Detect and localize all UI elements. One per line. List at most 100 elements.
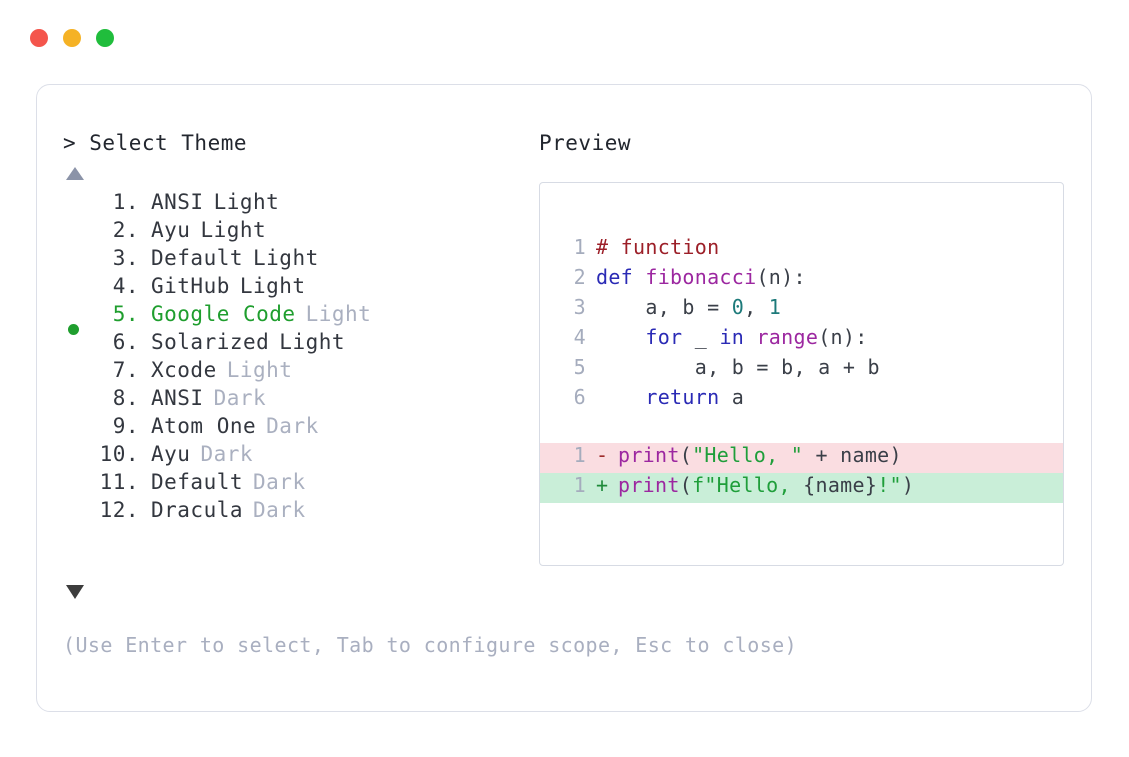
theme-item-name: ANSI	[151, 190, 204, 214]
theme-item-variant: Dark	[253, 470, 306, 494]
close-button-dot[interactable]	[30, 29, 48, 47]
theme-item-index: 6.	[99, 330, 139, 354]
code-token	[596, 385, 645, 409]
theme-list-item[interactable]: 6. Solarized Light	[63, 330, 523, 358]
theme-list-item[interactable]: 5. Google Code Light	[63, 302, 523, 335]
theme-item-name: GitHub	[151, 274, 230, 298]
code-token: + name)	[803, 443, 902, 467]
code-token: a, b =	[596, 295, 732, 319]
theme-list-item[interactable]: 11. Default Dark	[63, 470, 523, 498]
code-line-text: for _ in range(n):	[596, 325, 868, 349]
line-number: 1	[573, 235, 586, 259]
theme-item-index: 10.	[99, 442, 139, 466]
code-token: f"Hello,	[692, 473, 804, 497]
line-number: 5	[573, 355, 586, 379]
code-token: {name}	[803, 473, 878, 497]
diff-line-text: print(f"Hello, {name}!")	[618, 473, 914, 497]
theme-item-index: 11.	[99, 470, 139, 494]
theme-item-name: Atom One	[151, 414, 257, 438]
theme-item-variant: Light	[305, 302, 372, 326]
maximize-button-dot[interactable]	[96, 29, 114, 47]
select-theme-prompt: > Select Theme	[63, 131, 248, 155]
code-token: def	[596, 265, 646, 289]
diff-block: 1-print("Hello, " + name)1+print(f"Hello…	[540, 443, 1063, 503]
theme-item-name: Default	[151, 470, 244, 494]
theme-item-index: 5.	[99, 302, 139, 326]
code-token: (n):	[818, 325, 868, 349]
theme-list-item[interactable]: 7. Xcode Light	[63, 358, 523, 386]
theme-item-name: Solarized	[151, 330, 270, 354]
theme-item-name: Xcode	[151, 358, 217, 382]
window-traffic-lights	[30, 29, 114, 47]
theme-item-index: 2.	[99, 218, 139, 242]
code-token: in	[719, 325, 745, 349]
code-line-text: a, b = 0, 1	[596, 295, 781, 319]
code-token: a, b = b, a + b	[596, 355, 880, 379]
code-token: print	[618, 473, 680, 497]
code-token: 0	[731, 295, 745, 319]
code-line-text: return a	[596, 385, 744, 409]
code-token: print	[618, 443, 680, 467]
code-token: for	[645, 325, 683, 349]
selected-bullet-icon	[68, 324, 79, 335]
code-line-text: # function	[596, 235, 719, 259]
line-number: 2	[573, 265, 586, 289]
theme-item-variant: Light	[239, 274, 306, 298]
code-line: 5 a, b = b, a + b	[540, 355, 1063, 385]
code-line: 2 def fibonacci(n):	[540, 265, 1063, 295]
theme-item-variant: Light	[213, 190, 280, 214]
triangle-up-icon[interactable]	[66, 167, 84, 180]
line-number: 6	[573, 385, 586, 409]
code-token: (	[679, 473, 693, 497]
line-number: 3	[573, 295, 586, 319]
triangle-down-icon[interactable]	[66, 585, 84, 599]
line-number: 1	[573, 443, 586, 467]
theme-item-index: 7.	[99, 358, 139, 382]
theme-item-variant: Light	[226, 358, 293, 382]
line-number: 4	[573, 325, 586, 349]
code-token: (n):	[756, 265, 806, 289]
theme-item-variant: Light	[200, 218, 267, 242]
code-line: 1 # function	[540, 235, 1063, 265]
code-token: 1	[768, 295, 782, 319]
code-token: _	[682, 325, 720, 349]
line-number: 1	[573, 473, 586, 497]
theme-item-name: ANSI	[151, 386, 204, 410]
minimize-button-dot[interactable]	[63, 29, 81, 47]
code-token: )	[901, 473, 915, 497]
code-token: # function	[596, 235, 720, 259]
theme-item-index: 8.	[99, 386, 139, 410]
code-line: 6 return a	[540, 385, 1063, 415]
theme-item-variant: Light	[279, 330, 346, 354]
diff-line-plus: 1+print(f"Hello, {name}!")	[540, 473, 1063, 503]
theme-item-name: Default	[151, 246, 244, 270]
code-token: ,	[744, 295, 769, 319]
theme-item-variant: Dark	[266, 414, 319, 438]
code-spacer	[540, 415, 1063, 443]
diff-sign: -	[596, 443, 609, 467]
code-token: fibonacci	[645, 265, 757, 289]
preview-title: Preview	[539, 131, 632, 155]
code-token	[744, 325, 756, 349]
theme-item-variant: Dark	[200, 442, 254, 466]
theme-item-variant: Light	[253, 246, 319, 270]
code-token: range	[756, 325, 819, 349]
theme-item-variant: Dark	[253, 498, 306, 522]
diff-line-minus: 1-print("Hello, " + name)	[540, 443, 1063, 473]
theme-list-item[interactable]: 1. ANSI Light	[63, 190, 523, 218]
code-line: 3 a, b = 0, 1	[540, 295, 1063, 325]
theme-item-index: 1.	[99, 190, 139, 214]
theme-item-name: Google Code	[151, 302, 296, 326]
